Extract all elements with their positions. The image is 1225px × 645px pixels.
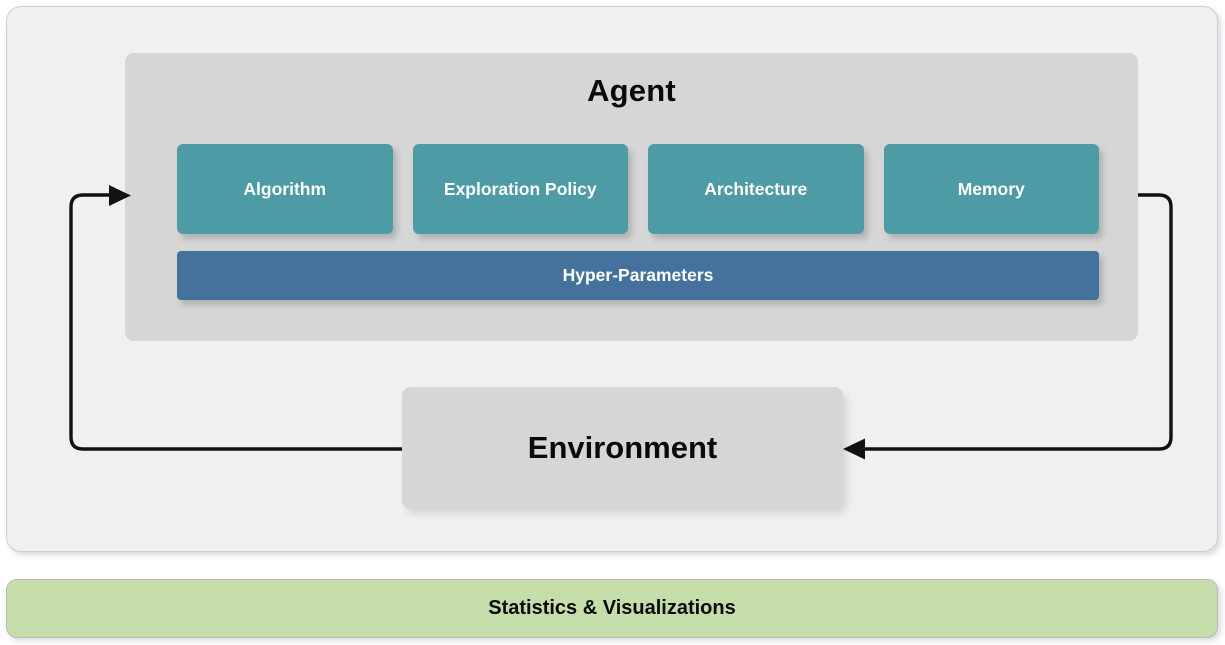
environment-box[interactable]: Environment xyxy=(402,387,843,509)
agent-components-row: Algorithm Exploration Policy Architectur… xyxy=(177,144,1099,234)
component-algorithm[interactable]: Algorithm xyxy=(177,144,393,234)
agent-environment-panel: Agent Algorithm Exploration Policy Archi… xyxy=(6,6,1218,552)
hyper-parameters-bar[interactable]: Hyper-Parameters xyxy=(177,251,1099,300)
component-algorithm-label: Algorithm xyxy=(243,178,327,199)
statistics-visualizations-bar[interactable]: Statistics & Visualizations xyxy=(6,579,1218,638)
agent-group[interactable]: Agent Algorithm Exploration Policy Archi… xyxy=(125,53,1138,341)
component-architecture[interactable]: Architecture xyxy=(648,144,864,234)
hyper-parameters-label: Hyper-Parameters xyxy=(562,265,714,285)
agent-title: Agent xyxy=(587,73,676,108)
component-exploration-policy-label: Exploration Policy xyxy=(443,178,597,199)
environment-label: Environment xyxy=(527,430,718,465)
component-architecture-label: Architecture xyxy=(704,178,808,199)
component-memory[interactable]: Memory xyxy=(883,144,1099,234)
component-exploration-policy[interactable]: Exploration Policy xyxy=(412,144,628,234)
component-memory-label: Memory xyxy=(957,178,1025,199)
statistics-visualizations-label: Statistics & Visualizations xyxy=(488,597,736,619)
